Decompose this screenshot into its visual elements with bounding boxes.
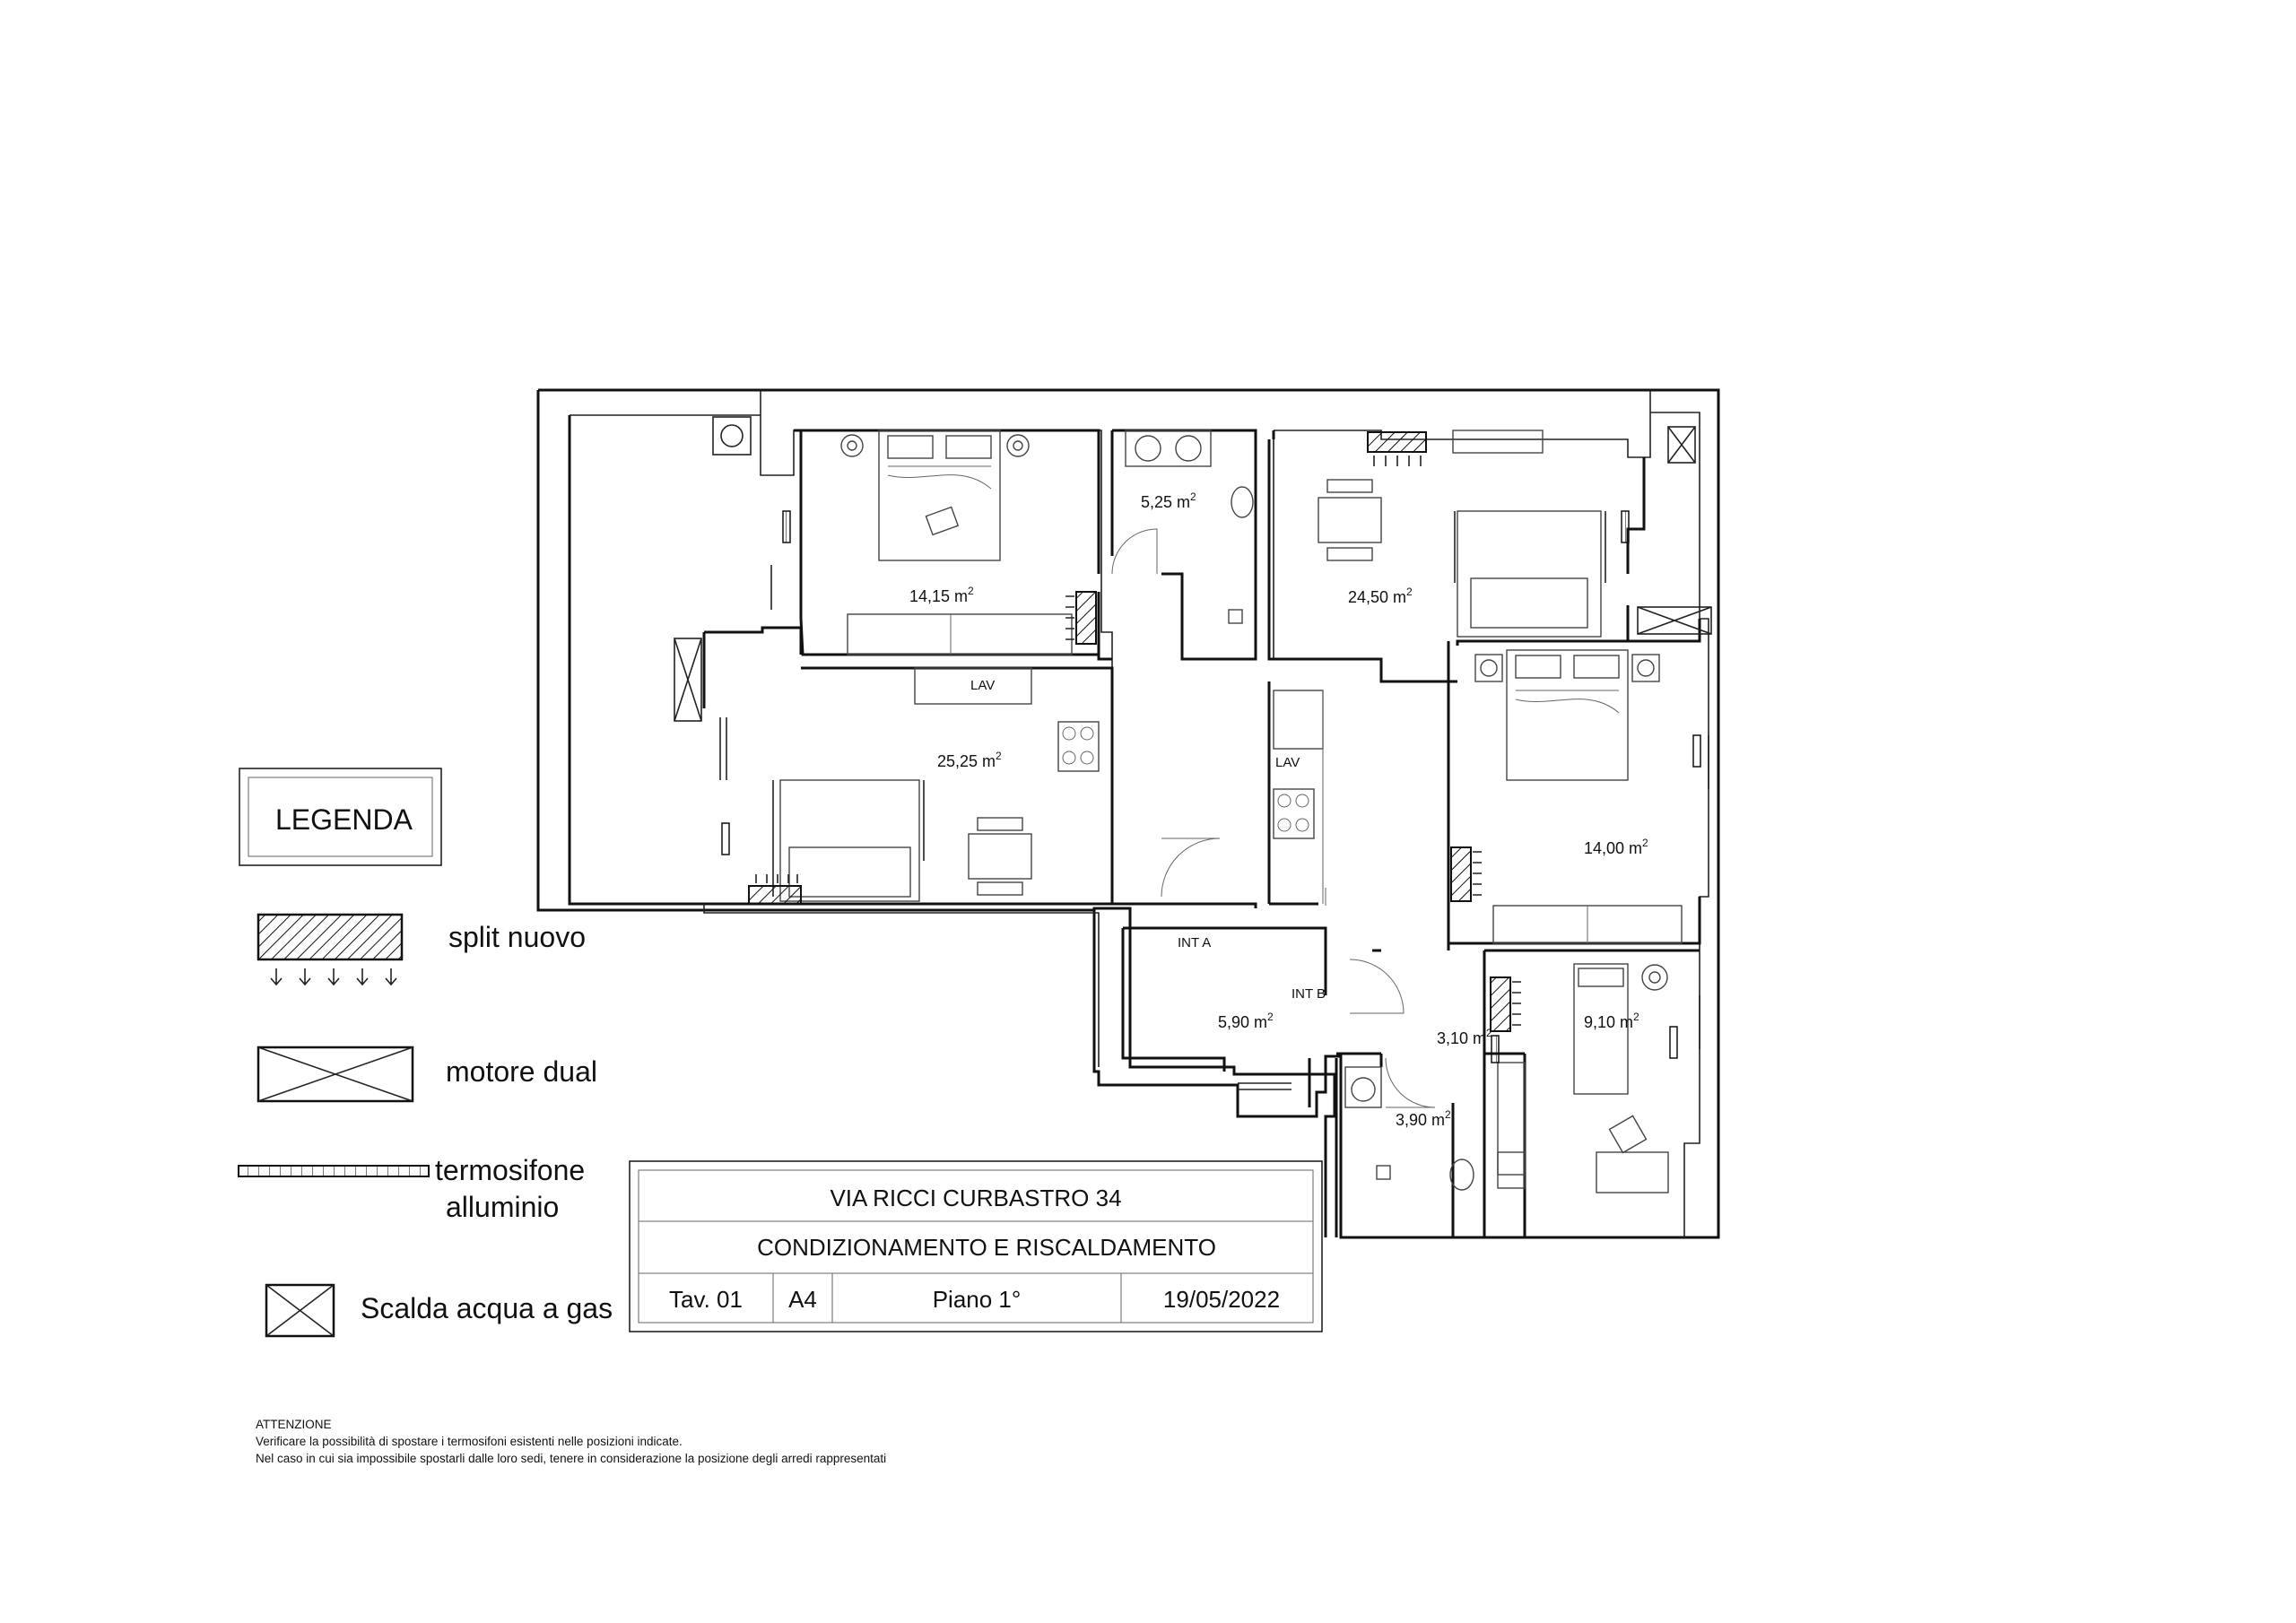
legend-title: LEGENDA bbox=[275, 803, 413, 836]
area-living-24-50: 24,50 m2 bbox=[1348, 586, 1413, 606]
living-24-50-walls bbox=[1272, 430, 1646, 661]
bathroom-3-90-walls bbox=[1335, 1052, 1455, 1237]
split-unit-living-25-25 bbox=[748, 874, 802, 905]
living-25-25-furniture bbox=[772, 667, 1100, 902]
legend-label-radiator-2: alluminio bbox=[446, 1191, 559, 1223]
title-date: 19/05/2022 bbox=[1163, 1286, 1280, 1313]
area-hall-3-10: 3,10 m2 bbox=[1437, 1027, 1492, 1047]
area-bedroom-14-15: 14,15 m2 bbox=[909, 585, 974, 605]
door-swings bbox=[1111, 528, 1436, 1108]
kitchenette bbox=[1273, 690, 1324, 904]
legend: LEGENDA split nuovo motore dual termosif… bbox=[238, 768, 613, 1338]
legend-label-radiator: termosifone bbox=[435, 1154, 585, 1186]
dual-motor-left bbox=[674, 638, 702, 722]
floor-plan: LAV LAV INT A INT B 14,15 m2 5,25 m2 24,… bbox=[536, 388, 1720, 1239]
room-areas: 14,15 m2 5,25 m2 24,50 m2 25,25 m2 14,00… bbox=[909, 490, 1648, 1129]
tag-lav-left: LAV bbox=[970, 678, 995, 693]
area-living-25-25: 25,25 m2 bbox=[937, 750, 1002, 770]
dual-motor-units bbox=[674, 606, 1712, 722]
entrance-5-90-walls bbox=[1121, 926, 1381, 1107]
bathroom-5-25-walls bbox=[1110, 429, 1257, 661]
tag-int-a: INT A bbox=[1178, 935, 1211, 950]
water-heater-top-left bbox=[712, 416, 752, 456]
title-format: A4 bbox=[788, 1286, 817, 1313]
tag-lav-center: LAV bbox=[1275, 755, 1300, 770]
title-block-inner bbox=[638, 1169, 1314, 1324]
legend-label-dual: motore dual bbox=[446, 1055, 597, 1088]
split-unit-living-24-50 bbox=[1367, 431, 1427, 466]
kitchen-column-walls bbox=[1267, 439, 1457, 906]
small-rooms-walls bbox=[1483, 949, 1700, 1237]
bathroom-3-90-fixtures bbox=[1344, 1066, 1474, 1191]
bedroom-14-15-walls bbox=[794, 429, 1112, 661]
note-line-1: Verificare la possibilità di spostare i … bbox=[256, 1435, 683, 1448]
legend-title-box bbox=[239, 768, 442, 866]
title-floor: Piano 1° bbox=[933, 1286, 1022, 1313]
gas-water-heaters bbox=[712, 416, 1696, 464]
bathroom-5-25-fixtures bbox=[1125, 430, 1254, 624]
legend-label-split: split nuovo bbox=[448, 921, 586, 953]
legend-heater-symbol bbox=[265, 1283, 335, 1338]
legend-label-heater: Scalda acqua a gas bbox=[361, 1292, 613, 1324]
legend-title-box-inner bbox=[248, 777, 433, 857]
living-25-25-walls bbox=[702, 626, 1114, 904]
living-24-50-furniture bbox=[1318, 430, 1606, 638]
area-entrance-5-90: 5,90 m2 bbox=[1218, 1011, 1274, 1031]
exterior-wall bbox=[536, 388, 1720, 1239]
title-address: VIA RICCI CURBASTRO 34 bbox=[830, 1185, 1121, 1211]
windows bbox=[719, 565, 1709, 1090]
tag-int-b: INT B bbox=[1292, 986, 1326, 1002]
title-block-outer bbox=[629, 1160, 1323, 1332]
water-heater-top-right bbox=[1667, 426, 1696, 464]
title-subject: CONDIZIONAMENTO E RISCALDAMENTO bbox=[757, 1234, 1216, 1261]
room-9-10-furniture bbox=[1497, 963, 1669, 1193]
legend-dual-symbol bbox=[257, 1046, 414, 1103]
exterior-wall-inner bbox=[570, 390, 1709, 1237]
legend-radiator-symbol bbox=[238, 1165, 430, 1177]
bed-14-15 bbox=[840, 430, 1073, 655]
area-bathroom-3-90: 3,90 m2 bbox=[1396, 1108, 1451, 1129]
split-unit-bedroom-14-00 bbox=[1450, 846, 1482, 902]
area-bathroom-5-25: 5,25 m2 bbox=[1141, 490, 1196, 511]
split-unit-bedroom-14-15 bbox=[1065, 591, 1097, 645]
split-units bbox=[748, 431, 1521, 1032]
radiators bbox=[721, 510, 1701, 1063]
left-apartment-inner bbox=[703, 904, 1100, 1067]
note-line-2: Nel caso in cui sia impossibile spostarl… bbox=[256, 1452, 886, 1465]
note-heading: ATTENZIONE bbox=[256, 1418, 332, 1431]
title-block: VIA RICCI CURBASTRO 34 CONDIZIONAMENTO E… bbox=[629, 1160, 1323, 1332]
area-bedroom-14-00: 14,00 m2 bbox=[1584, 837, 1648, 857]
area-room-9-10: 9,10 m2 bbox=[1584, 1011, 1639, 1031]
warning-note: ATTENZIONE Verificare la possibilità di … bbox=[256, 1418, 886, 1465]
title-sheet-number: Tav. 01 bbox=[669, 1286, 743, 1313]
bed-14-00 bbox=[1474, 649, 1683, 944]
left-apartment-wall bbox=[568, 415, 1257, 908]
split-unit-room-9-10 bbox=[1490, 976, 1521, 1032]
legend-split-symbol bbox=[257, 913, 404, 986]
dual-motor-right bbox=[1637, 606, 1712, 635]
